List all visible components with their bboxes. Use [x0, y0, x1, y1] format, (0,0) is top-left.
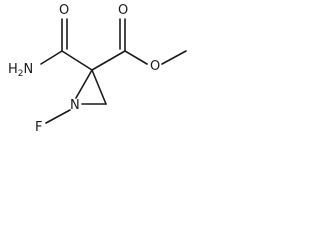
atom-ester-oxygen: O	[150, 59, 160, 74]
atom-labels: O H2N O O N F	[8, 3, 160, 133]
bond-ring-c-ch2	[91, 69, 107, 105]
structure-canvas: O H2N O O N F	[0, 0, 200, 133]
bond-n-f	[45, 109, 71, 124]
bond-ring-c-n	[75, 69, 93, 99]
atom-amide-oxygen: O	[59, 3, 69, 18]
atom-ring-nitrogen: N	[70, 98, 80, 113]
bonds	[40, 18, 187, 124]
bond-o-methyl	[161, 50, 187, 65]
chemical-structure: O H2N O O N F	[8, 3, 187, 133]
bond-quat-ester-c	[91, 50, 126, 71]
bond-amide-c-quat	[61, 50, 93, 71]
bond-amide-c-n	[40, 50, 63, 65]
atom-ester-carbonyl-oxygen: O	[118, 3, 128, 18]
atom-fluorine: F	[35, 120, 42, 133]
bond-ester-c-o	[124, 50, 148, 65]
atom-amine-nitrogen: H2N	[8, 62, 33, 79]
